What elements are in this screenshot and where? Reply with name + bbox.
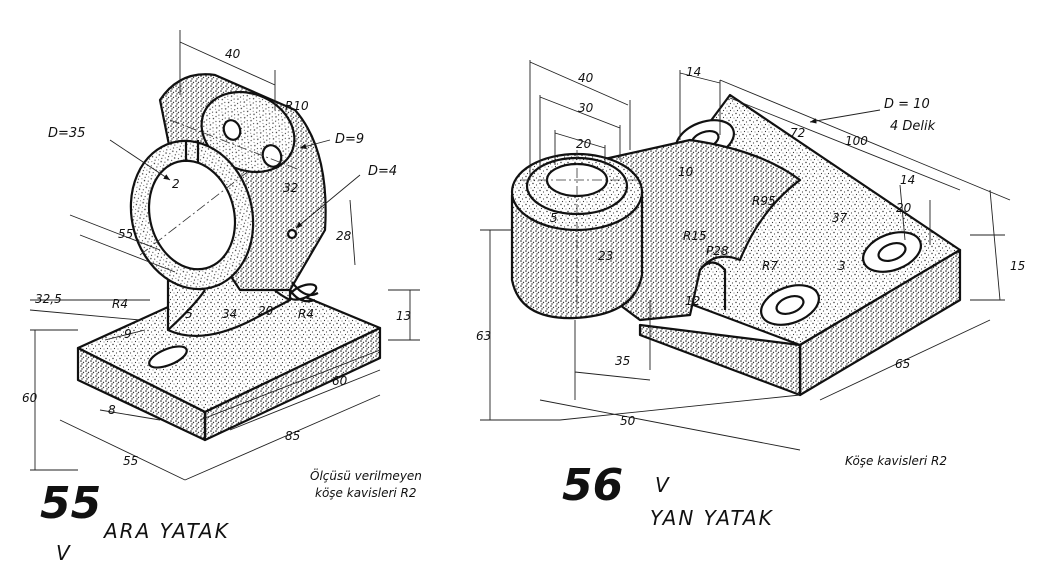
dim-15: 15 [1010, 259, 1025, 273]
dim-10: 10 [678, 165, 694, 179]
dim-35-56: 35 [615, 354, 630, 368]
bore-d35 [147, 159, 237, 271]
dim-13: 13 [396, 309, 411, 323]
dim-12: 12 [685, 294, 700, 308]
dim-14-side: 14 [900, 173, 915, 187]
dim-28: 28 [336, 229, 352, 243]
bearing-housing [129, 73, 327, 292]
dim-d4: D=4 [368, 164, 397, 179]
label-4-delik: 4 Delik [890, 119, 936, 134]
drawing-title-55: ARA YATAK [102, 519, 230, 543]
dim-30-56: 30 [578, 101, 594, 115]
drawing-number-55: 55 [40, 478, 101, 529]
dim-60-depth: 60 [332, 374, 348, 388]
dim-20-56: 20 [576, 137, 592, 151]
dim-55-bore: 55 [118, 227, 133, 241]
dim-60-height: 60 [22, 391, 38, 405]
dim-63: 63 [476, 329, 491, 343]
dim-5: 5 [185, 307, 193, 321]
dim-55-width: 55 [123, 454, 138, 468]
dim-100: 100 [845, 134, 868, 148]
dim-32-5: 32,5 [35, 292, 62, 306]
dim-14-top: 14 [686, 65, 701, 79]
dim-8: 8 [108, 403, 116, 417]
dim-37: 37 [832, 211, 848, 225]
dim-50: 50 [620, 414, 636, 428]
dim-d10-holes: D = 10 [884, 97, 930, 112]
dim-40: 40 [225, 47, 241, 61]
dimension-lines-55 [29, 30, 420, 481]
dim-40-56: 40 [578, 71, 594, 85]
note-55-line2: köşe kavisleri R2 [315, 486, 417, 500]
dim-23: 23 [598, 249, 613, 263]
note-56: Köşe kavisleri R2 [845, 454, 947, 468]
dim-r4-left: R4 [112, 297, 128, 311]
dim-r10: R10 [285, 99, 309, 113]
drawing-56: 40 30 20 14 72 100 D = 10 4 Delik 10 R95… [476, 60, 1025, 530]
dim-85: 85 [285, 429, 300, 443]
dim-3: 3 [838, 259, 846, 273]
dim-5-56: 5 [550, 211, 558, 225]
check-mark-56: V [655, 473, 671, 497]
dim-d35: D=35 [48, 126, 85, 141]
dim-65: 65 [895, 357, 910, 371]
dim-72: 72 [790, 126, 805, 140]
dim-r4-right: R4 [298, 307, 314, 321]
dim-d9: D=9 [335, 132, 364, 147]
dim-r15: R15 [683, 229, 707, 243]
dim-20-side: 20 [896, 201, 912, 215]
hole-d4 [286, 228, 298, 240]
dimension-lines-56 [480, 60, 1011, 451]
note-55-line1: Ölçüsü verilmeyen [310, 467, 422, 483]
base-slot-front [148, 345, 188, 369]
dim-9: 9 [124, 327, 132, 341]
check-mark-55: V [56, 541, 72, 565]
dim-r95: R95 [752, 194, 776, 208]
arm-56 [598, 138, 802, 322]
dim-32: 32 [283, 181, 298, 195]
dim-34: 34 [222, 307, 237, 321]
dim-20: 20 [258, 304, 274, 318]
cylinder-56 [510, 150, 644, 320]
dim-2: 2 [172, 177, 180, 191]
dim-p28: P28 [706, 244, 729, 258]
dim-r7: R7 [762, 259, 778, 273]
drawing-number-56: 56 [562, 460, 623, 511]
drawing-title-56: YAN YATAK [650, 506, 774, 530]
drawing-55: 40 R10 D=35 D=9 D=4 2 32 55 28 32,5 R4 5… [22, 30, 422, 565]
